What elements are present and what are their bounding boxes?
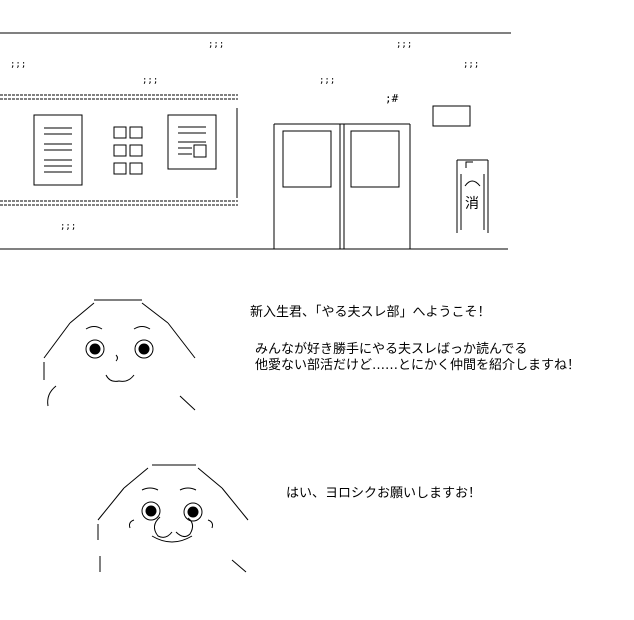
extinguisher-label: 消: [465, 196, 479, 212]
ascii-mark: ;#: [385, 92, 399, 105]
sign-box: [432, 105, 471, 127]
ascii-mark: ;;;: [60, 222, 77, 232]
door-left-glass: [282, 130, 332, 188]
wall-band-top: [0, 94, 238, 100]
ascii-mark: ;;;: [208, 40, 225, 50]
speaker-eye-left: [85, 339, 105, 359]
ascii-mark: ;;;: [463, 60, 480, 70]
listener-eye-left: [141, 501, 161, 521]
speaker-eye-right: [134, 339, 154, 359]
fire-extinguisher-box: [456, 159, 489, 233]
speaker-face: [43, 299, 196, 411]
ascii-mark: ;;;: [319, 76, 336, 86]
entrance-doors: [273, 123, 411, 249]
dialogue-line-1: 新入生君、「やる夫スレ部」へようこそ！: [250, 305, 491, 320]
door-right-glass: [350, 130, 400, 188]
window-grid: [113, 126, 143, 175]
ascii-mark: ;;;: [396, 40, 413, 50]
window-right: [167, 114, 217, 170]
ascii-mark: ;;;: [10, 60, 27, 70]
ascii-mark: ;;;: [142, 76, 159, 86]
dialogue-line-3: 他愛ない部活だけど……とにかく仲間を紹介しますね！: [255, 358, 581, 373]
wall-band-bottom: [0, 200, 238, 206]
listener-face: [97, 464, 249, 573]
dialogue-reply: はい、ヨロシクお願いしますお！: [286, 486, 482, 501]
window-left: [33, 114, 83, 186]
dialogue-line-2: みんなが好き勝手にやる夫スレばっか読んでる: [255, 342, 528, 357]
listener-eye-right: [183, 502, 203, 522]
